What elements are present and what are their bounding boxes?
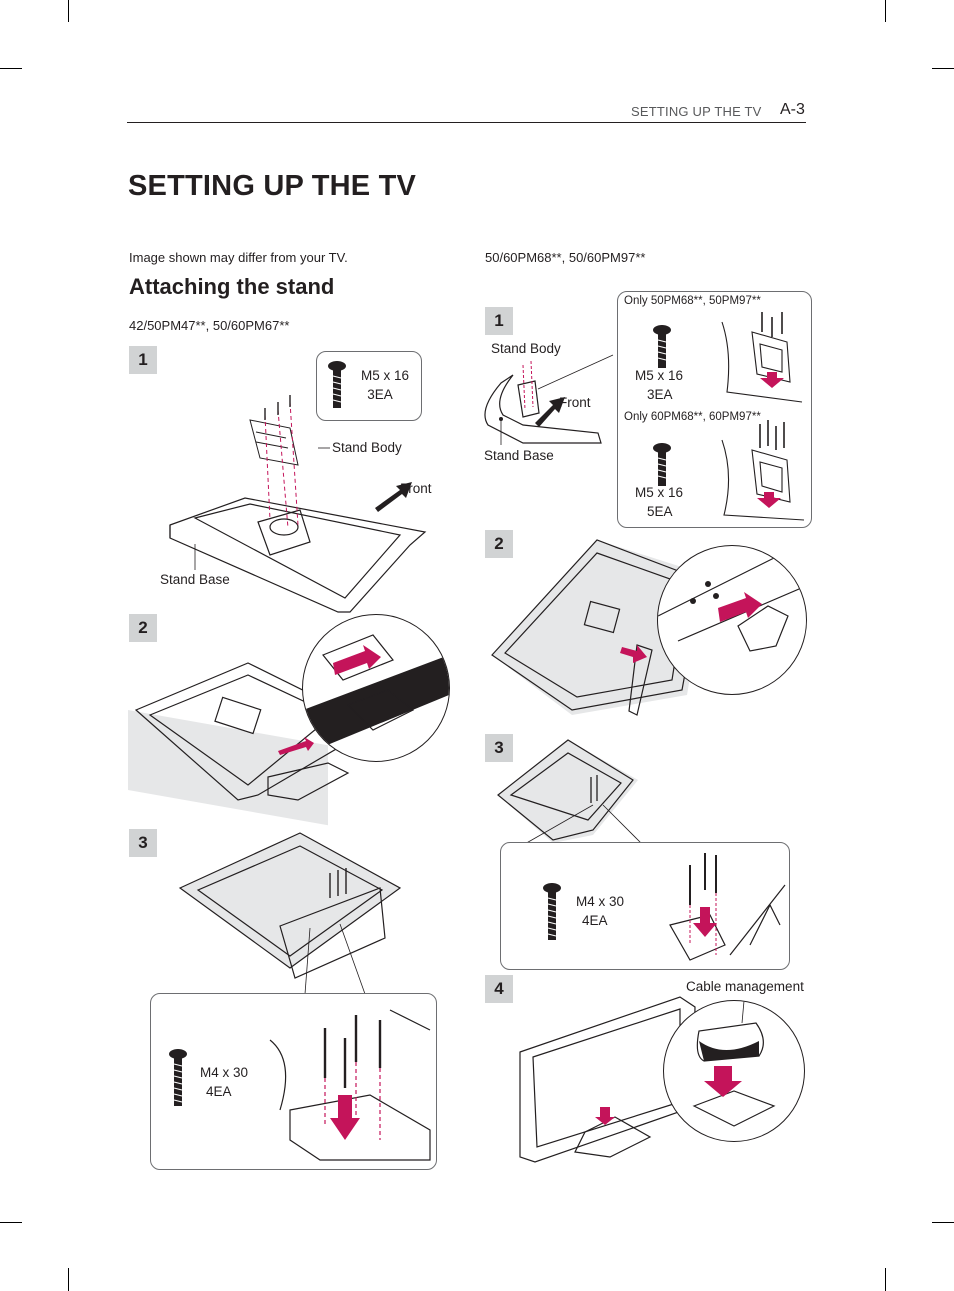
screw-size: M4 x 30 [200,1065,249,1080]
label-stand-body: Stand Body [491,341,561,356]
right-step-1: 1 [485,307,513,335]
crop-mark [68,1268,69,1291]
label-stand-body: Stand Body [332,440,402,455]
screw-count: 3EA [647,387,673,402]
detail-circle [663,1000,805,1142]
page-title: SETTING UP THE TV [128,170,417,202]
crop-mark [932,68,954,69]
left-step-1: 1 [129,346,157,374]
tv-back-illustration [497,739,644,846]
screw-icon [328,361,346,408]
header-rule [127,122,806,123]
crop-mark [0,1222,22,1223]
stand-detail-illustration [669,853,786,961]
screw-icon [543,883,561,940]
screw-count: 4EA [582,913,608,928]
screw-icon [169,1049,187,1106]
label-stand-base: Stand Base [160,572,230,587]
crop-mark [932,1222,954,1223]
variant-label: Only 60PM68**, 60PM97** [624,411,761,423]
running-header: SETTING UP THE TV [631,104,762,119]
label-stand-base: Stand Base [484,448,554,463]
label-front: Front [400,481,432,496]
left-models: 42/50PM47**, 50/60PM67** [129,318,290,333]
label-cable-management: Cable management [686,979,804,994]
left-step-3: 3 [129,829,157,857]
stand-detail-illustration [721,312,803,403]
screw-detail-box [150,993,437,1170]
tv-back-illustration [178,832,402,995]
right-step-3: 3 [485,734,513,762]
right-step-2: 2 [485,530,513,558]
crop-mark [885,0,886,22]
stand-detail-illustration [269,1009,431,1161]
note-text: Image shown may differ from your TV. [129,250,348,265]
stand-body-illustration [484,354,614,445]
section-heading: Attaching the stand [129,274,335,299]
detail-circle [657,545,807,695]
screw-icon [653,443,671,486]
stand-detail-illustration [721,420,805,521]
left-step-2: 2 [129,614,157,642]
detail-circle [302,614,450,762]
screw-icon [653,325,671,368]
screw-size: M5 x 16 [635,368,684,383]
screw-size: M5 x 16 [360,368,410,383]
screw-size: M4 x 30 [576,894,625,909]
stand-base-illustration [169,395,427,613]
model-variant-box [617,291,812,528]
screw-size: M5 x 16 [635,485,684,500]
label-front: Front [559,395,591,410]
screw-count: 3EA [367,387,393,402]
crop-mark [0,68,22,69]
screw-count: 4EA [206,1084,232,1099]
crop-mark [885,1268,886,1291]
right-step-4: 4 [485,975,513,1003]
variant-label: Only 50PM68**, 50PM97** [624,295,761,307]
crop-mark [68,0,69,22]
page-number: A-3 [780,101,805,118]
screw-count: 5EA [647,504,673,519]
right-models: 50/60PM68**, 50/60PM97** [485,250,646,265]
